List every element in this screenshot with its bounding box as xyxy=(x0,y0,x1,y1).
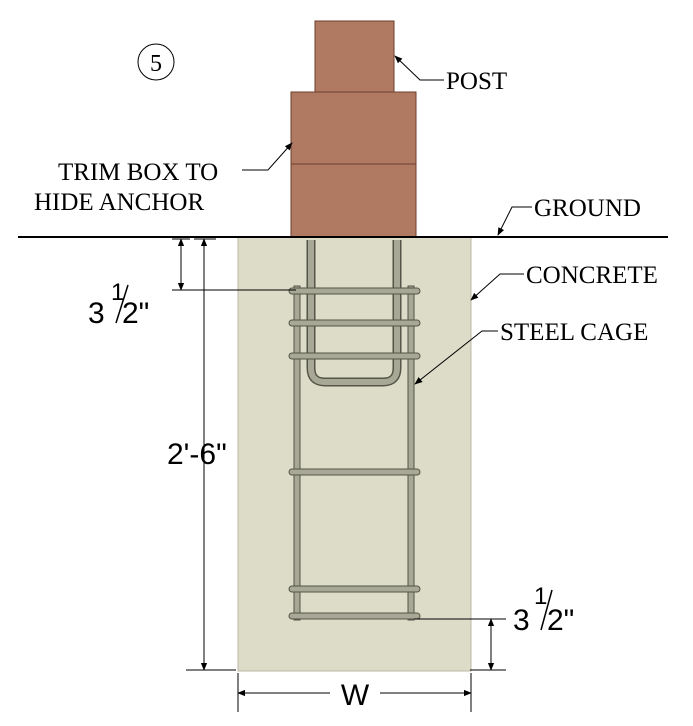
steel-cage-leader: STEEL CAGE xyxy=(414,319,648,385)
top-clearance-whole: 3 xyxy=(88,297,105,330)
bottom-clearance-value: 3 1 2" xyxy=(513,583,574,637)
bottom-clearance-numerator: 1 xyxy=(534,583,547,610)
bottom-clearance-denominator: 2" xyxy=(547,604,574,637)
ground-leader: GROUND xyxy=(497,195,641,236)
steel-cage xyxy=(288,240,421,621)
trim-box xyxy=(290,91,417,238)
depth-dimension xyxy=(186,238,236,671)
concrete-label: CONCRETE xyxy=(526,262,658,289)
top-clearance-dimension xyxy=(172,238,296,291)
ground-label: GROUND xyxy=(534,195,641,222)
trim-box-label-line1: TRIM BOX TO xyxy=(58,159,218,186)
trim-box-leader: TRIM BOX TO HIDE ANCHOR xyxy=(34,142,293,216)
depth-value: 2'-6" xyxy=(167,438,227,471)
concrete-leader: CONCRETE xyxy=(470,262,658,301)
detail-number-marker: 5 xyxy=(137,43,175,81)
bottom-clearance-dimension xyxy=(414,618,506,671)
post-label: POST xyxy=(446,68,507,95)
width-dimension xyxy=(237,673,472,712)
width-value: W xyxy=(341,679,370,712)
top-clearance-value: 3 1 2" xyxy=(88,279,149,330)
concrete-footing xyxy=(237,236,472,672)
post xyxy=(314,20,395,94)
top-clearance-numerator: 1 xyxy=(111,279,124,306)
bottom-clearance-whole: 3 xyxy=(513,604,530,637)
top-clearance-denominator: 2" xyxy=(122,297,149,330)
detail-number: 5 xyxy=(150,51,162,77)
post-leader: POST xyxy=(394,55,507,95)
trim-box-label-line2: HIDE ANCHOR xyxy=(34,189,204,216)
steel-cage-label: STEEL CAGE xyxy=(500,319,648,346)
